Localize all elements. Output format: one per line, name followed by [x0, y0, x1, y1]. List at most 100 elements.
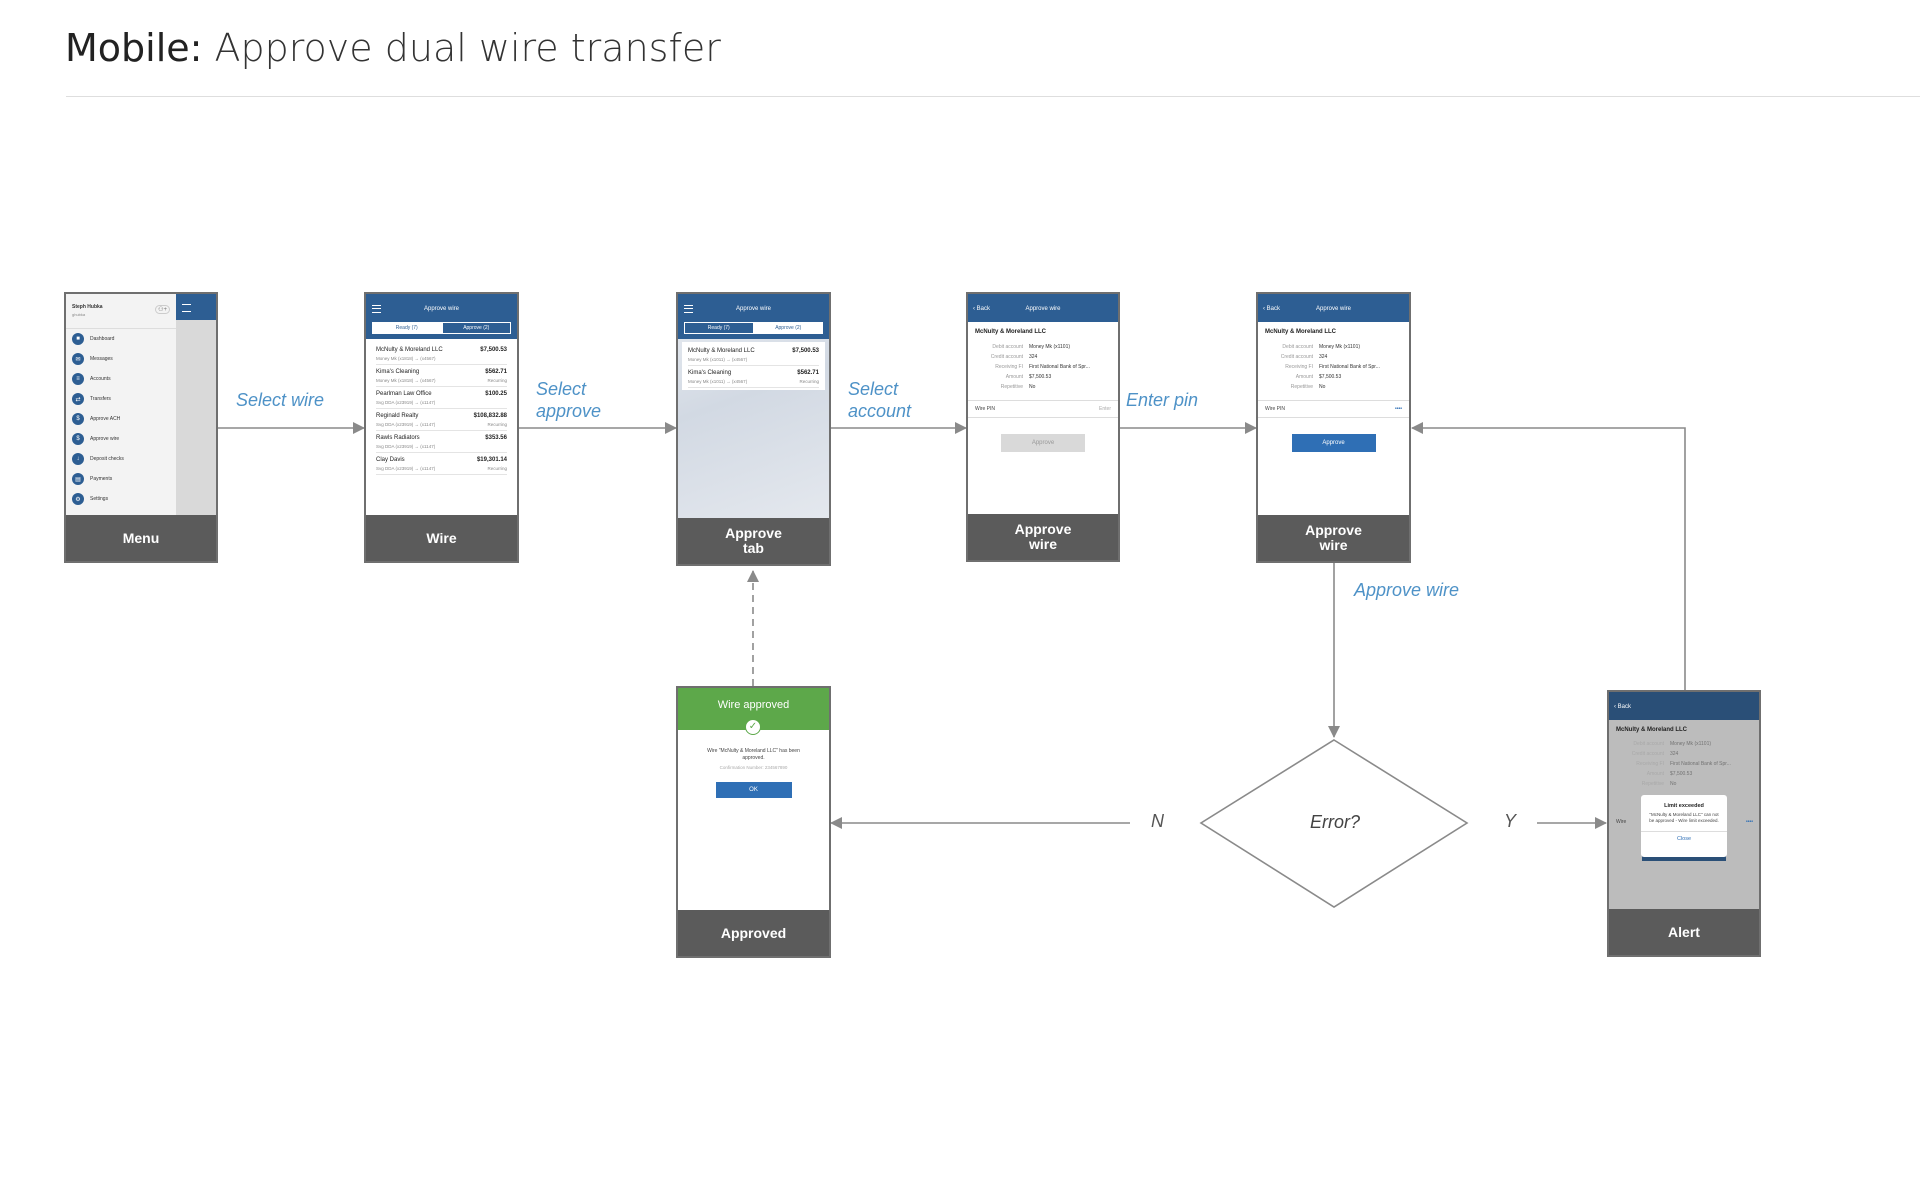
- wire-accounts: Svg DDA (x23919) → (x1147): [376, 400, 436, 405]
- banner-text: Wire approved: [717, 699, 790, 711]
- ok-button[interactable]: OK: [715, 782, 792, 798]
- nav-title: Approve wire: [1025, 306, 1061, 312]
- menu-item[interactable]: ▤Payments: [66, 469, 176, 489]
- detail-value: Money Mk (x1101): [1029, 344, 1071, 350]
- wire-item-bottom: Money Mk (x1818) → (x4567)Recurring: [376, 378, 507, 383]
- wire-item-top: McNulty & Moreland LLC $7,500.53: [376, 347, 507, 353]
- approve-button-disabled[interactable]: Approve: [1001, 434, 1085, 452]
- wire-amount: $353.56: [485, 435, 507, 441]
- screen-caption: Alert: [1609, 909, 1759, 955]
- back-button[interactable]: ‹ Back: [1263, 306, 1281, 312]
- wire-payee: Kima's Cleaning: [376, 369, 420, 375]
- detail-label: Credit account: [1631, 751, 1664, 757]
- wire-item-top: Kima's Cleaning$562.71: [376, 369, 507, 375]
- deposit-icon: ↓: [72, 453, 84, 465]
- menu-item[interactable]: $Approve ACH: [66, 409, 176, 429]
- detail-value: Money Mk (x1101): [1319, 344, 1361, 350]
- alert-pin-row: Wire ••••: [1616, 819, 1753, 825]
- wire-item-bottom: Svg DDA (x23919) → (x1147)Recurring: [376, 466, 507, 471]
- tab-approve[interactable]: Approve (2): [753, 322, 823, 334]
- approve-button[interactable]: Approve: [1291, 434, 1376, 452]
- detail-label: Receiving FI: [1636, 761, 1664, 767]
- detail-row: Amount$7,500.53: [1265, 374, 1402, 380]
- alert-title: Limit exceeded: [1664, 803, 1704, 809]
- menu-item[interactable]: ⇄Transfers: [66, 389, 176, 409]
- wire-payee: Kima's Cleaning: [688, 370, 732, 376]
- menu-item[interactable]: ≡Accounts: [66, 369, 176, 389]
- pin-dots: ••••: [1394, 406, 1402, 412]
- confirmation-number: Confirmation Number: 234567890: [719, 765, 788, 770]
- menu-item[interactable]: $Approve wire: [66, 429, 176, 449]
- dashboard-icon: ■: [72, 333, 84, 345]
- hamburger-icon[interactable]: [372, 305, 381, 313]
- alert-close-button[interactable]: Close: [1641, 831, 1727, 842]
- wire-note: Recurring: [799, 379, 819, 384]
- detail-value: 324: [1029, 354, 1038, 360]
- payments-icon: ▤: [72, 473, 84, 485]
- approve-tab-view: Approve wire Ready (7)Approve (2) McNult…: [678, 294, 829, 518]
- wire-amount: $7,500.53: [480, 347, 507, 353]
- title-text: Approve dual wire transfer: [202, 26, 721, 70]
- detail-label: Repetitive: [1000, 384, 1023, 390]
- screen-caption: Approve wire: [968, 514, 1118, 560]
- alert-pin-label: Wire: [1616, 819, 1627, 825]
- back-button[interactable]: ‹ Back: [973, 306, 991, 312]
- tab-ready[interactable]: Ready (7): [372, 322, 442, 334]
- check-icon: ✓: [745, 719, 761, 735]
- detail-label: Debit account: [1282, 344, 1313, 350]
- alert-pin-dots: ••••: [1745, 819, 1753, 825]
- hamburger-icon[interactable]: [684, 305, 693, 313]
- wire-pin-field[interactable]: Wire PIN••••: [1258, 400, 1409, 418]
- label-enter-pin: Enter pin: [1126, 390, 1199, 410]
- wire-amount: $100.25: [485, 391, 507, 397]
- detail-label: Credit account: [990, 354, 1023, 360]
- approved-message: Wire "McNulty & Moreland LLC" has been a…: [707, 748, 800, 761]
- wire-icon: $: [72, 433, 84, 445]
- label-yes: Y: [1504, 811, 1517, 831]
- wire-amount: $562.71: [797, 370, 819, 376]
- screen-caption: Approved: [678, 910, 829, 956]
- detail-label: Amount: [1646, 771, 1664, 777]
- tab-ready[interactable]: Ready (7): [684, 322, 754, 334]
- detail-company: McNulty & Moreland LLC: [1265, 329, 1337, 335]
- menu-item[interactable]: ✉Messages: [66, 349, 176, 369]
- screen-menu: Steph Hubka ghubka ⚇+ ■Dashboard✉Message…: [64, 292, 218, 563]
- tab-approve[interactable]: Approve (2): [441, 322, 511, 334]
- ach-icon: $: [72, 413, 84, 425]
- wire-payee: McNulty & Moreland LLC: [376, 347, 443, 353]
- transfers-icon: ⇄: [72, 393, 84, 405]
- add-user-icon[interactable]: ⚇+: [155, 305, 170, 314]
- wire-item-top: Pearlman Law Office$100.25: [376, 391, 507, 397]
- menu-item-label: Deposit checks: [90, 456, 124, 462]
- hamburger-icon[interactable]: [182, 304, 191, 312]
- menu-item-label: Settings: [90, 496, 109, 502]
- pin-label: Wire PIN: [975, 406, 995, 412]
- menu-item[interactable]: ↓ Deposit checks: [66, 449, 176, 469]
- detail-value: $7,500.53: [1029, 374, 1052, 380]
- menu-item[interactable]: ■Dashboard: [66, 329, 176, 349]
- wire-item-bottom: Svg DDA (x23919) → (x1147): [376, 400, 507, 405]
- detail-company: McNulty & Moreland LLC: [975, 329, 1047, 335]
- detail-value: 324: [1319, 354, 1328, 360]
- screen-caption: Menu: [66, 515, 216, 561]
- detail-row: Amount$7,500.53: [1616, 771, 1752, 777]
- detail-label: Repetitive: [1641, 781, 1664, 787]
- wire-nav-bar: Approve wire: [366, 294, 517, 322]
- menu-item[interactable]: ⚙Settings: [66, 489, 176, 509]
- back-button[interactable]: ‹ Back: [1614, 704, 1632, 710]
